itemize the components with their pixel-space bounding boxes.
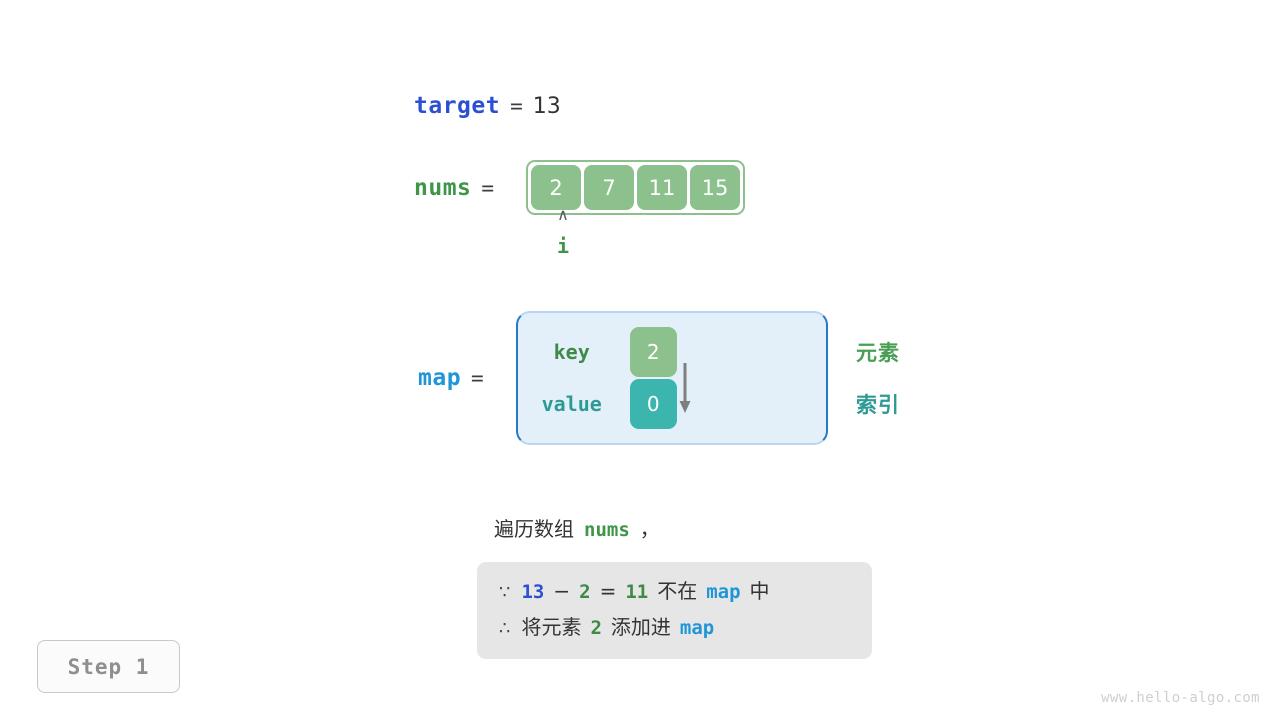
note-token-minus: − — [553, 579, 571, 603]
array-cell: 15 — [690, 165, 741, 210]
map-key-label: key — [553, 340, 590, 364]
note-box: ∵ 13 − 2 = 11 不在 map 中 ∴ 将元素 2 添加进 map — [477, 562, 872, 659]
note-token-in: 中 — [749, 579, 770, 603]
note-token-element-value: 2 — [590, 617, 602, 639]
target-value: 13 — [532, 94, 561, 119]
note-token-add-element: 将元素 — [521, 615, 582, 639]
note-token-map-2: map — [679, 617, 715, 639]
array-cell: 2 — [531, 165, 582, 210]
map-side-annotations: 元素 索引 — [856, 311, 900, 445]
nums-array: 2 7 11 15 — [526, 160, 746, 215]
index-pointer-label: i — [556, 234, 570, 258]
annotation-element: 元素 — [856, 341, 900, 365]
note-token-notin: 不在 — [657, 579, 698, 603]
caption-line: 遍历数组 nums ， — [494, 513, 660, 542]
note-token-complement: 11 — [625, 581, 649, 603]
note-token-target: 13 — [521, 581, 545, 603]
map-value-row: value 0 — [518, 378, 826, 430]
caption-suffix: ， — [639, 517, 660, 541]
nums-variable-name: nums — [414, 174, 472, 201]
map-value-label: value — [541, 392, 602, 416]
map-equals-sign: = — [471, 366, 484, 390]
caption-code: nums — [584, 519, 630, 541]
nums-row: nums = 2 7 11 15 — [414, 160, 746, 215]
therefore-symbol: ∴ — [499, 618, 511, 639]
because-symbol: ∵ — [499, 582, 511, 603]
target-variable-name: target — [414, 93, 501, 119]
caret-up-icon: ∧ — [557, 205, 569, 224]
note-token-map: map — [706, 581, 741, 603]
map-variable-name: map — [418, 365, 462, 391]
target-row: target = 13 — [414, 93, 561, 119]
note-token-current: 2 — [579, 581, 591, 603]
map-row: map = key 2 value 0 — [418, 311, 828, 445]
note-token-addto: 添加进 — [610, 615, 671, 639]
map-key-cell: 2 — [629, 327, 677, 377]
step-badge: Step 1 — [37, 640, 180, 693]
target-equals-sign: = — [510, 94, 523, 118]
note-line-2: ∴ 将元素 2 添加进 map — [499, 610, 850, 646]
nums-equals-sign: = — [481, 175, 495, 200]
note-line-1: ∵ 13 − 2 = 11 不在 map 中 — [499, 574, 850, 610]
map-rows: key 2 value 0 — [518, 313, 826, 443]
array-cell: 11 — [637, 165, 688, 210]
map-key-row: key 2 — [518, 326, 826, 378]
caption-prefix: 遍历数组 — [494, 517, 574, 541]
annotation-index: 索引 — [856, 393, 900, 417]
watermark: www.hello-algo.com — [1101, 690, 1260, 706]
map-container: key 2 value 0 — [515, 311, 828, 445]
note-token-equals: = — [599, 579, 617, 603]
array-cell: 7 — [584, 165, 635, 210]
map-value-cell: 0 — [629, 379, 677, 429]
index-pointer: ∧ i — [548, 206, 578, 260]
